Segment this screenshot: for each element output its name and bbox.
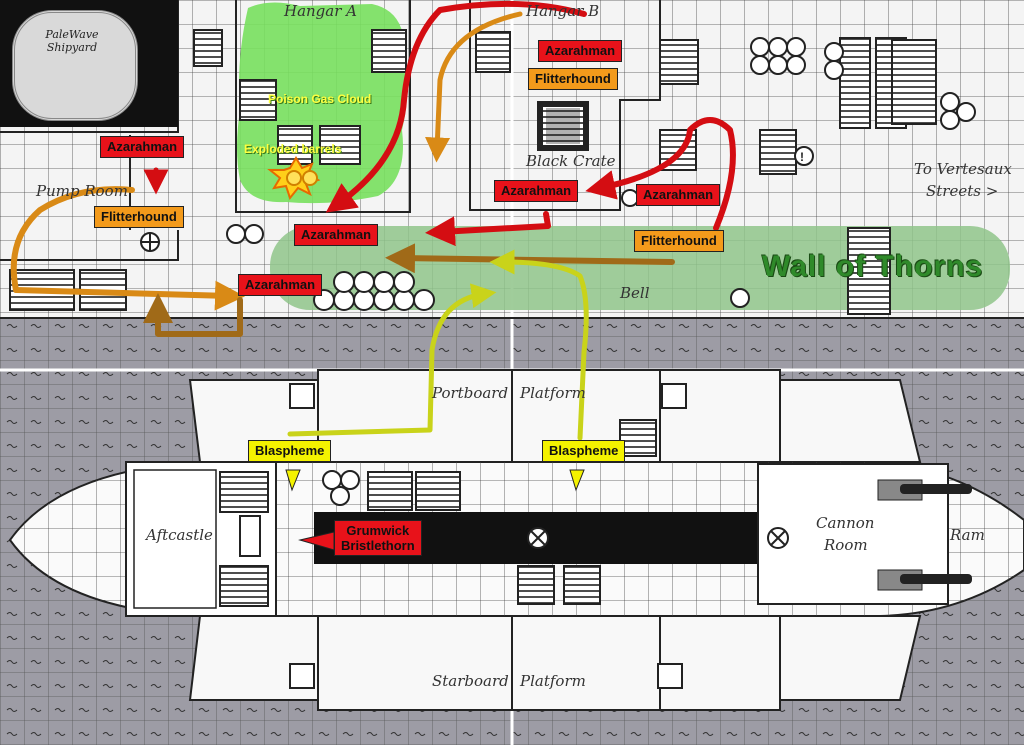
logo-line2: Shipyard: [46, 41, 98, 54]
exit-label-2: Streets >: [926, 182, 999, 200]
aftcastle-label: Aftcastle: [146, 526, 213, 544]
token-name-last: Bristlethorn: [341, 538, 415, 553]
portboard-label: Portboard: [432, 384, 509, 402]
exit-label-1: To Vertesaux: [914, 160, 1012, 178]
shipyard-logo: PaleWave Shipyard: [0, 0, 178, 127]
ram-label: Ram: [950, 526, 985, 544]
token-flitterhound[interactable]: Flitterhound: [94, 206, 184, 228]
token-azarahman[interactable]: Azarahman: [294, 224, 379, 246]
room-pump-room: Pump Room: [36, 182, 128, 200]
token-azarahman[interactable]: Azarahman: [100, 136, 185, 158]
token-blaspheme[interactable]: Blaspheme: [542, 440, 626, 462]
svg-text:!: !: [800, 150, 804, 164]
token-azarahman[interactable]: Azarahman: [238, 274, 323, 296]
room-black-crate: Black Crate: [526, 152, 616, 170]
token-azarahman[interactable]: Azarahman: [636, 184, 721, 206]
logo-line1: PaleWave: [45, 28, 99, 41]
token-flitterhound[interactable]: Flitterhound: [634, 230, 724, 252]
cannon-room-label: Room: [824, 536, 868, 554]
bell-label: Bell: [620, 284, 650, 302]
token-azarahman[interactable]: Azarahman: [538, 40, 623, 62]
starboard-platform-label: Platform: [520, 672, 586, 690]
logo-text: PaleWave Shipyard: [40, 28, 104, 54]
token-grumwick-bristlethorn[interactable]: Grumwick Bristlethorn: [334, 520, 422, 556]
room-hangar-b: Hangar B: [526, 2, 600, 20]
gas-cloud-label: Poison Gas Cloud: [268, 92, 372, 106]
token-name-first: Grumwick: [346, 523, 410, 538]
room-hangar-a: Hangar A: [284, 2, 358, 20]
wall-of-thorns-label: Wall of Thorns: [762, 250, 984, 283]
barrels-label: Exploded barrels: [244, 142, 342, 156]
starboard-label: Starboard: [432, 672, 509, 690]
token-blaspheme[interactable]: Blaspheme: [248, 440, 332, 462]
logo-crest: [12, 10, 138, 121]
portboard-platform-label: Platform: [520, 384, 586, 402]
token-azarahman[interactable]: Azarahman: [494, 180, 579, 202]
token-flitterhound[interactable]: Flitterhound: [528, 68, 618, 90]
cannon-label: Cannon: [816, 514, 875, 532]
